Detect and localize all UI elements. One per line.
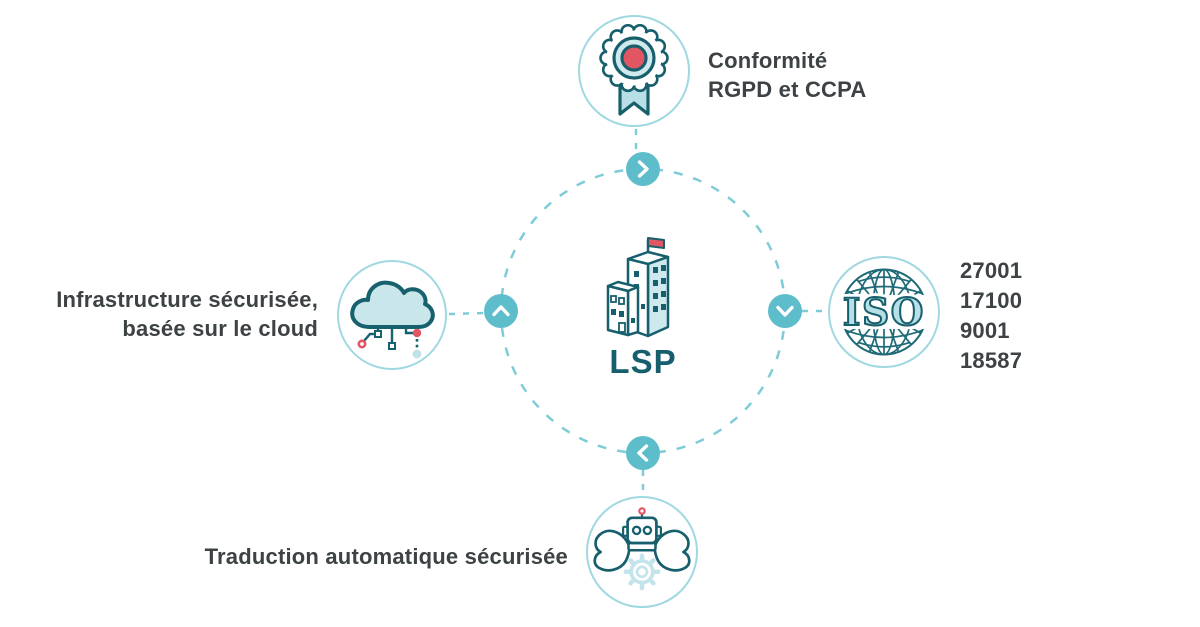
connector-left <box>448 311 485 316</box>
cloud-label-line2: basée sur le cloud <box>122 316 318 341</box>
iso-number-1: 27001 <box>960 258 1023 283</box>
flow-arrow-right-down <box>768 294 802 328</box>
cloud-label-line1: Infrastructure sécurisée, <box>56 287 318 312</box>
chevron-up-icon <box>492 305 510 317</box>
node-compliance <box>578 15 690 127</box>
machine-translation-label-line1: Traduction automatique sécurisée <box>204 544 568 569</box>
node-machine-translation <box>586 496 698 608</box>
iso-number-4: 18587 <box>960 348 1023 373</box>
iso-globe-icon: ISO ISO <box>834 268 934 356</box>
flow-arrow-bottom-left <box>626 436 660 470</box>
building-flag-icon <box>606 237 670 338</box>
flow-arrow-left-up <box>484 294 518 328</box>
compliance-label: Conformité RGPD et CCPA <box>708 46 866 104</box>
compliance-label-line1: Conformité <box>708 48 828 73</box>
flow-arrow-top-right <box>626 152 660 186</box>
iso-word-halo: ISO <box>843 290 925 334</box>
robot-strength-gear-icon <box>593 507 691 591</box>
node-iso: ISO ISO <box>828 256 940 368</box>
secure-cloud-icon <box>350 280 435 359</box>
iso-word: ISO <box>843 290 925 334</box>
iso-number-3: 9001 <box>960 318 1010 343</box>
node-cloud <box>337 260 447 370</box>
certificate-medal-icon <box>599 24 669 116</box>
chevron-right-icon <box>637 160 649 178</box>
iso-number-2: 17100 <box>960 288 1023 313</box>
lsp-label: LSP <box>609 343 677 380</box>
cloud-label: Infrastructure sécurisée, basée sur le c… <box>38 285 318 343</box>
machine-translation-label: Traduction automatique sécurisée <box>128 542 568 571</box>
iso-numbers: 27001 17100 9001 18587 <box>960 256 1022 376</box>
chevron-left-icon <box>637 444 649 462</box>
chevron-down-icon <box>776 305 794 317</box>
compliance-label-line2: RGPD et CCPA <box>708 77 867 102</box>
lsp-center <box>603 234 678 344</box>
